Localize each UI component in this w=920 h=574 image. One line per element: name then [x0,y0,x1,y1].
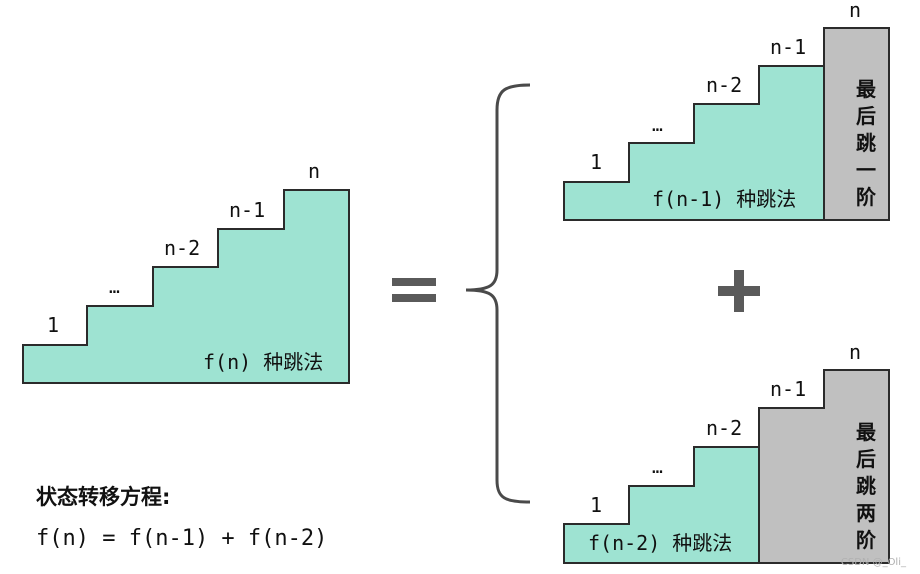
bottom-label-n-2: n-2 [706,416,742,440]
bottom-label-n-1: n-1 [770,377,806,401]
top-label-dots: … [652,115,663,136]
top-caption: f(n-1) 种跳法 [652,187,796,211]
left-staircase: 1 … n-2 n-1 n f(n) 种跳法 [22,159,350,384]
bottom-caption: f(n-2) 种跳法 [588,531,732,555]
top-last-char-2: 后 [856,104,876,128]
top-label-n: n [849,0,861,22]
top-label-1: 1 [590,150,602,174]
top-label-n-2: n-2 [706,73,742,97]
formula-equation: f(n) = f(n-1) + f(n-2) [36,526,328,551]
top-last-step [823,27,890,221]
top-last-char-1: 最 [856,77,877,101]
top-last-char-4: 一 [856,158,876,182]
top-last-char-3: 跳 [856,131,876,155]
bottom-last-char-1: 最 [856,420,877,444]
equals-sign [392,278,436,302]
bottom-last-char-4: 两 [856,501,876,525]
curly-brace [465,83,531,504]
left-stair-shape [22,189,350,384]
top-last-char-5: 阶 [856,185,877,209]
top-staircase: 1 … n-2 n-1 n f(n-1) 种跳法 最 后 跳 一 阶 [563,0,890,221]
formula-title: 状态转移方程: [36,485,171,509]
left-label-n-1: n-1 [229,198,265,222]
plus-sign [718,270,760,312]
left-label-n-2: n-2 [164,236,200,260]
watermark: CSDN @_Oli_ [840,557,906,568]
bottom-label-n: n [849,340,861,364]
left-label-1: 1 [47,313,59,337]
bottom-staircase: 1 … n-2 n-1 n f(n-2) 种跳法 最 后 跳 两 阶 [563,340,890,564]
bottom-last-char-2: 后 [856,447,876,471]
top-label-n-1: n-1 [770,35,806,59]
bottom-label-1: 1 [590,493,602,517]
left-label-n: n [308,159,320,183]
bottom-last-char-3: 跳 [856,474,876,498]
left-caption: f(n) 种跳法 [203,350,323,374]
left-label-dots: … [109,277,120,298]
bottom-last-char-5: 阶 [856,528,877,552]
bottom-last-two-steps [758,369,890,564]
bottom-label-dots: … [652,457,663,478]
